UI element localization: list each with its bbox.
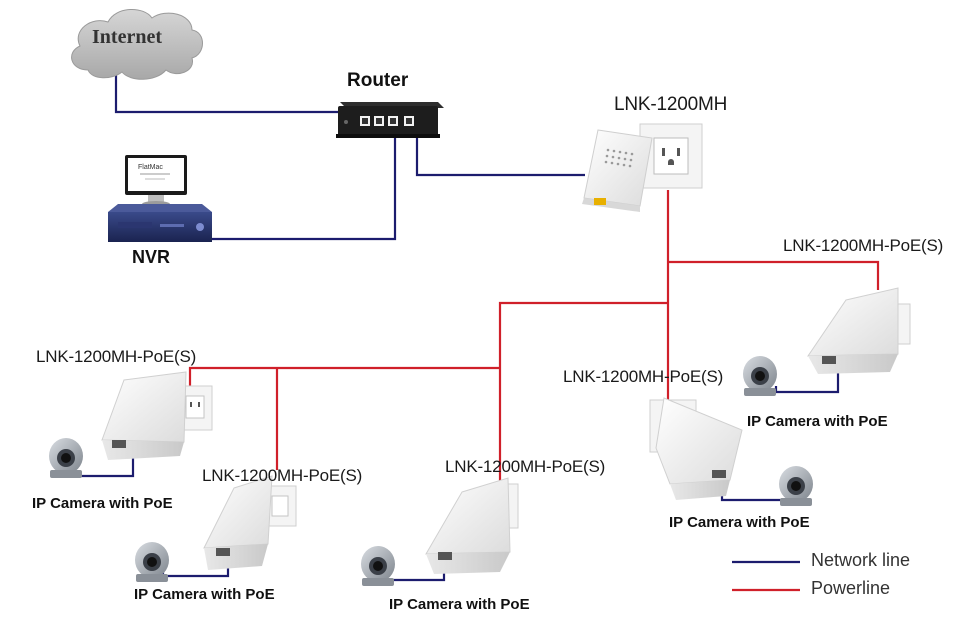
router-adapter-line <box>415 132 585 177</box>
cam5-line <box>774 368 840 394</box>
router-icon <box>336 102 444 138</box>
poe-adapter-icon <box>203 475 297 570</box>
poe-adapter-label: LNK-1200MH-PoE(S) <box>36 347 197 366</box>
main-adapter-icon <box>582 123 703 212</box>
cam4-line <box>720 478 784 502</box>
cam1-line <box>77 458 135 478</box>
router-label: Router <box>347 70 409 91</box>
legend-power-label: Powerline <box>811 578 891 598</box>
poe-adapter-label: LNK-1200MH-PoE(S) <box>445 457 606 476</box>
ip-camera-icon <box>779 466 813 506</box>
poe-adapter-icon <box>101 371 213 460</box>
poe-adapter-label: LNK-1200MH-PoE(S) <box>202 466 363 485</box>
legend-network-label: Network line <box>811 550 911 570</box>
camera-label: IP Camera with PoE <box>669 514 810 531</box>
camera-label: IP Camera with PoE <box>32 495 173 512</box>
power-mid-branch <box>498 301 668 482</box>
power-lines <box>188 190 880 482</box>
router-nvr-line <box>206 132 397 241</box>
poe-adapter-label: LNK-1200MH-PoE(S) <box>563 367 724 386</box>
power-right-branch <box>668 260 880 290</box>
ip-camera-icon <box>743 356 777 396</box>
nvr-screen-brand: FlatMac <box>138 164 163 171</box>
camera-label: IP Camera with PoE <box>747 413 888 430</box>
poe-adapter-icon <box>649 397 743 500</box>
power-left-branch <box>188 366 500 390</box>
nvr-monitor-icon: FlatMac <box>125 155 187 207</box>
poe-adapter-label: LNK-1200MH-PoE(S) <box>783 236 944 255</box>
internet-cloud-icon <box>71 9 203 80</box>
ip-camera-icon <box>361 546 395 586</box>
main-adapter-label: LNK-1200MH <box>614 94 728 115</box>
internet-router-line <box>114 68 340 114</box>
camera-label: IP Camera with PoE <box>134 586 275 603</box>
ip-camera-icon <box>135 542 169 582</box>
poe-adapter-icon <box>425 477 519 574</box>
camera-label: IP Camera with PoE <box>389 596 530 613</box>
ip-camera-icon <box>49 438 83 478</box>
poe-adapter-icon <box>807 287 911 374</box>
nvr-label: NVR <box>132 247 171 267</box>
internet-label: Internet <box>92 26 162 48</box>
nvr-box-icon <box>108 204 212 242</box>
